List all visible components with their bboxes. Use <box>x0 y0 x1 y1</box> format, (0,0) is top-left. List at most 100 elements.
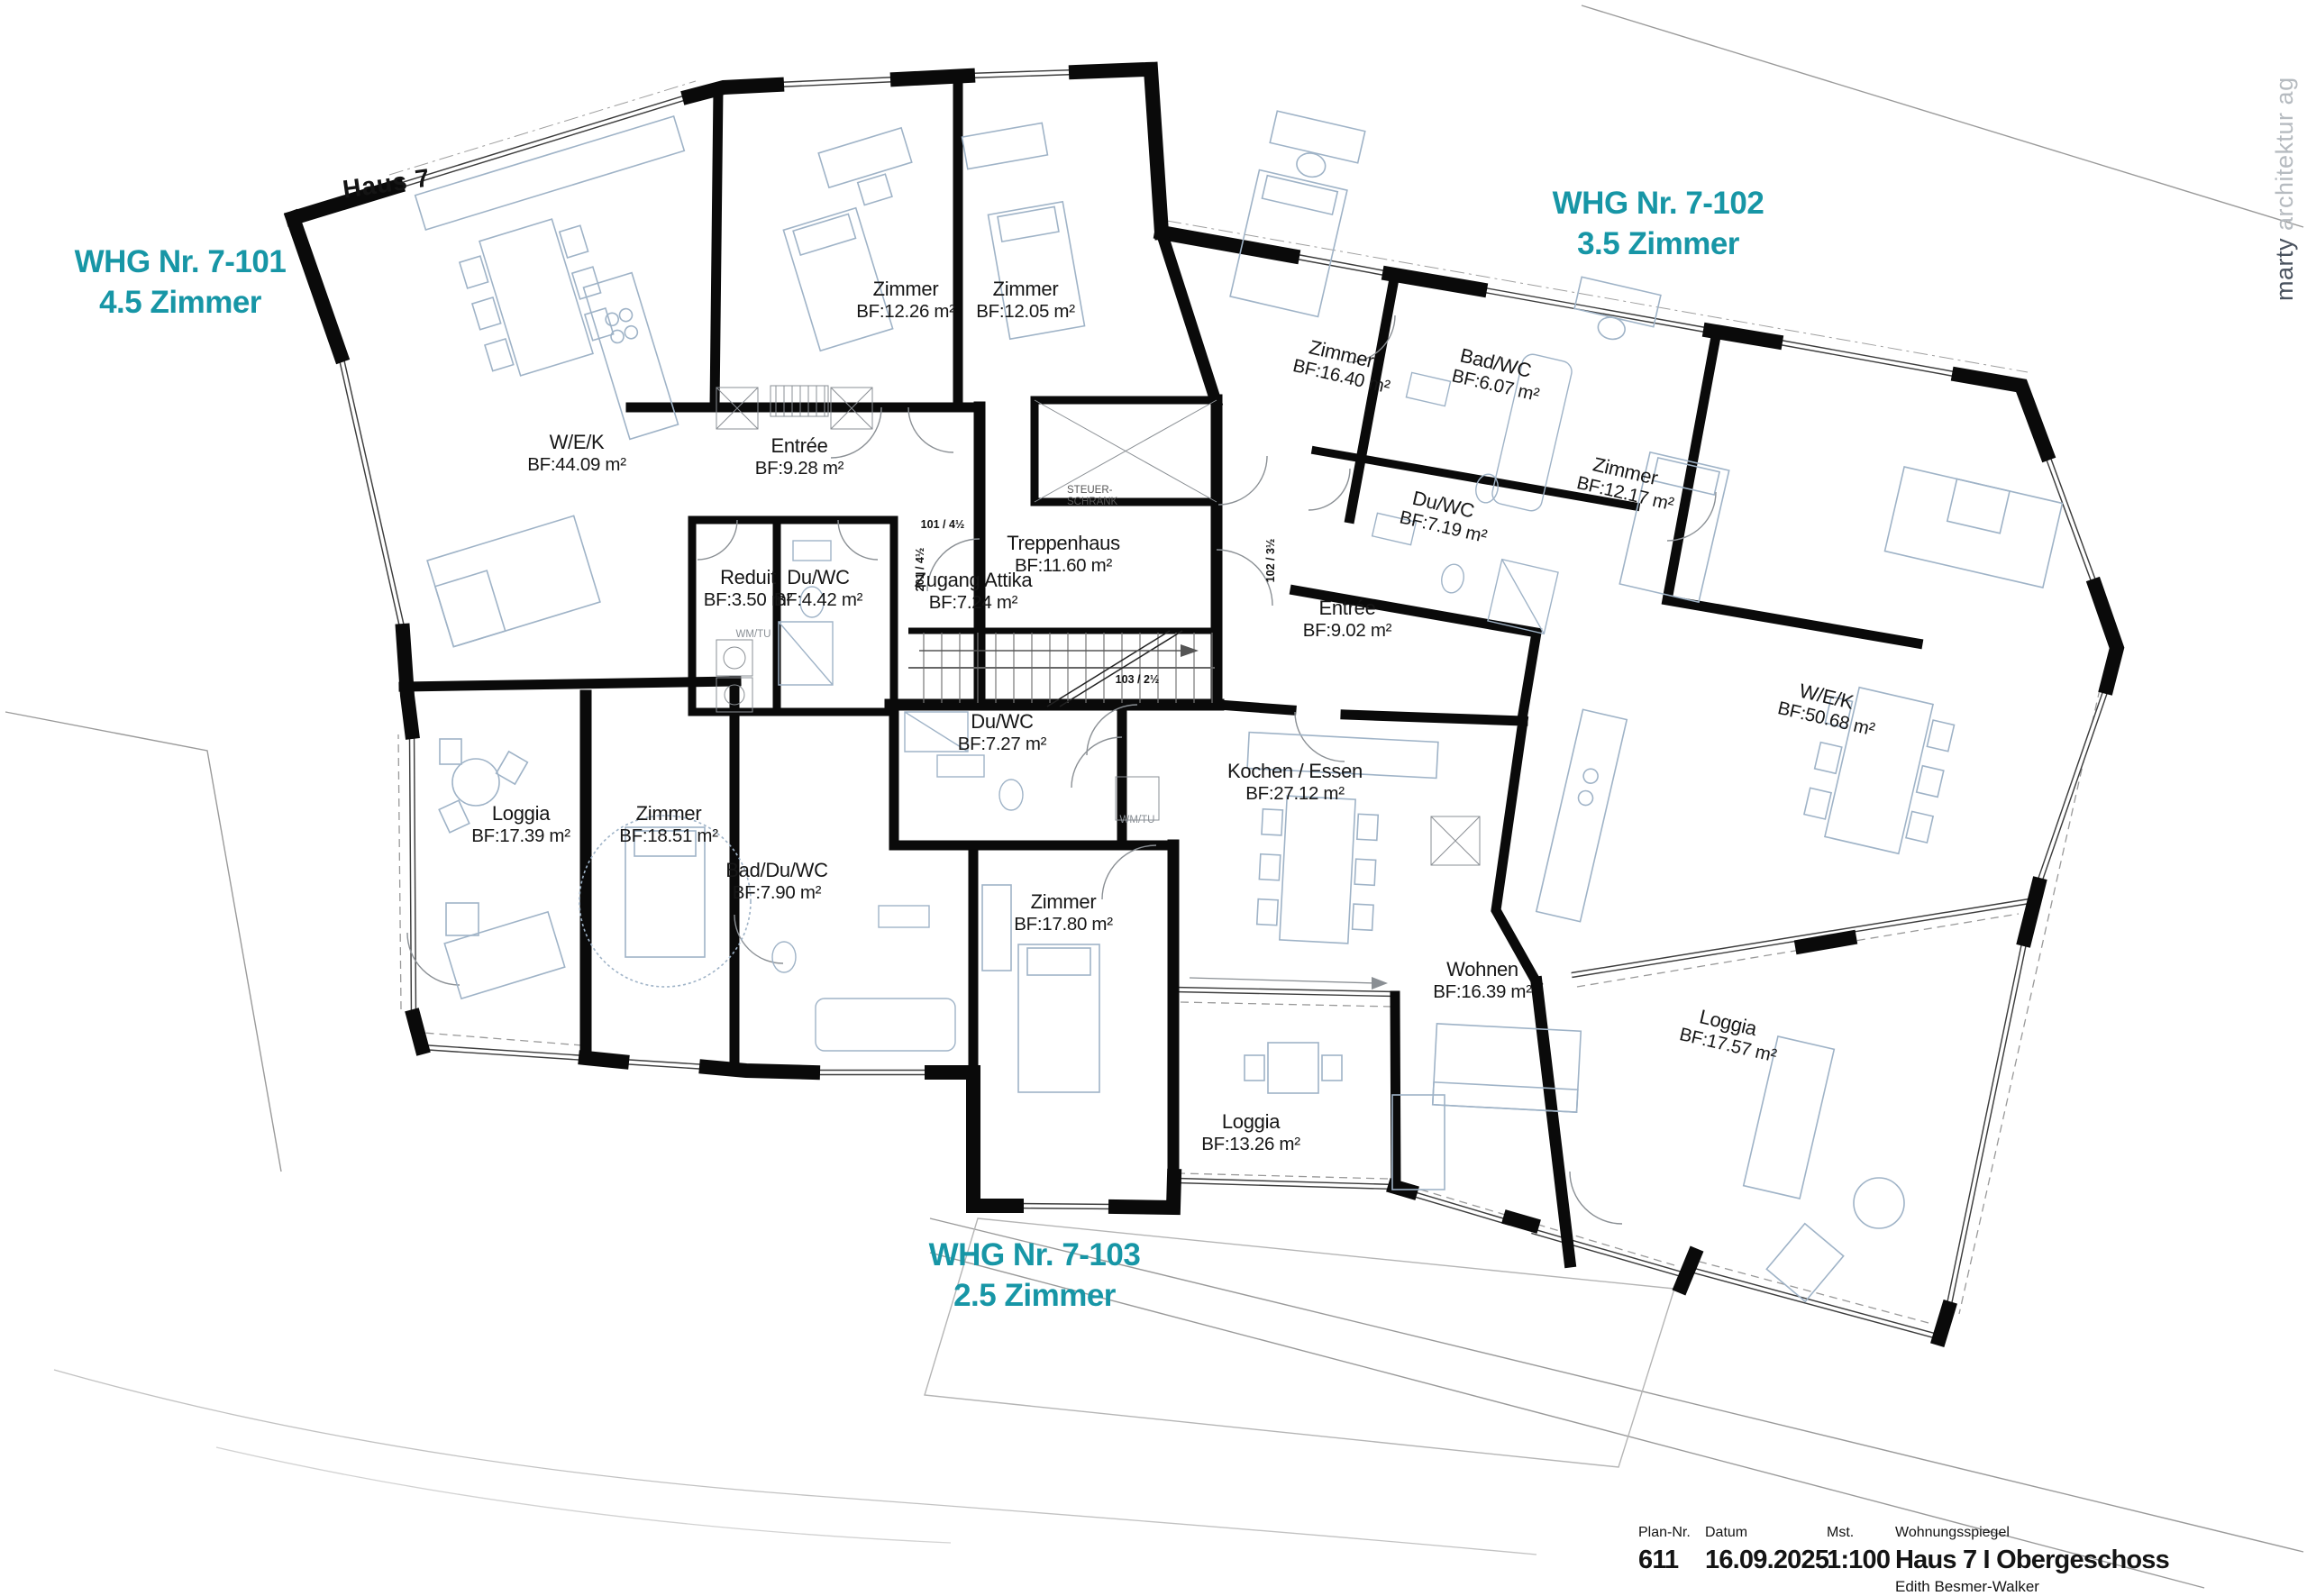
apartment-size: 3.5 Zimmer <box>1577 226 1739 261</box>
room-name-label: Wohnen <box>1446 958 1518 980</box>
titleblock-label: Mst. <box>1827 1525 1855 1540</box>
room-name-label: Bad/Du/WC <box>725 859 828 881</box>
room-area-label: BF:9.28 m² <box>755 458 844 479</box>
room-name-label: Loggia <box>492 802 551 825</box>
door-arc <box>1666 491 1717 542</box>
sheet-author: Edith Besmer-Walker <box>1895 1578 2039 1595</box>
room-name-label: W/E/K <box>550 431 605 453</box>
door-arc <box>1217 455 1268 506</box>
desk <box>1269 110 1366 178</box>
window-bands <box>337 68 2111 1340</box>
bed <box>1017 944 1100 1093</box>
door-arc <box>1101 844 1157 900</box>
room-name-label: Reduit <box>720 566 776 588</box>
wmtu-appliance <box>1115 776 1160 821</box>
stair-walkline-arrow <box>1181 644 1199 657</box>
door-tag: 101 / 4½ <box>921 518 965 531</box>
titleblock-value: 1:100 <box>1827 1546 1891 1574</box>
apartment-header-7-103: WHG Nr. 7-103 2.5 Zimmer <box>890 1235 1179 1316</box>
titleblock-label: Wohnungsspiegel <box>1895 1525 2010 1540</box>
chair <box>438 799 470 834</box>
stair-break-line <box>1046 630 1183 707</box>
site-contour-curves <box>53 1369 1537 1555</box>
loggia-dashed-lines <box>397 689 2101 1324</box>
wardrobe-x-box <box>716 387 759 430</box>
bed <box>1619 451 1730 604</box>
utility-label: WM/TU <box>1120 815 1155 825</box>
axis-line-nw <box>388 80 697 176</box>
bed <box>782 206 894 352</box>
desk <box>1573 276 1662 341</box>
room-name-label: Zimmer <box>993 278 1059 300</box>
door-arcs <box>406 315 1717 1225</box>
apartment-number: WHG Nr. 7-101 <box>74 244 287 279</box>
wardrobe-x-box <box>830 387 873 430</box>
utility-label: SCHRANK <box>1067 497 1118 507</box>
staircase <box>908 630 1215 707</box>
lounge-chair <box>1765 1222 1845 1303</box>
loggia-dash-path <box>397 689 2101 1324</box>
room-name-label: Entrée <box>771 434 827 457</box>
room-area-label: BF:12.26 m² <box>856 301 955 322</box>
door-arc <box>907 406 954 453</box>
room-area-label: BF:18.51 m² <box>619 825 718 846</box>
door-arc <box>697 519 738 561</box>
built-in-closets <box>716 385 1481 866</box>
room-name-label: Zimmer <box>1031 890 1097 913</box>
title-block: Plan-Nr. 611 Datum 16.09.2025 Mst. 1:100… <box>1638 1525 2307 1596</box>
door-arc <box>1294 711 1345 762</box>
site-line-bottom-2 <box>929 1252 2205 1589</box>
desk <box>817 126 913 206</box>
utility-label: STEUER- <box>1067 485 1113 496</box>
bed <box>987 200 1086 341</box>
room-area-label: BF:7.90 m² <box>733 882 822 903</box>
chair <box>439 738 462 765</box>
door-arc <box>1347 315 1396 363</box>
apartment-size: 4.5 Zimmer <box>99 285 261 320</box>
kitchen-counter <box>1246 731 1439 780</box>
facade-axis-lines <box>388 80 2029 373</box>
titleblock-label: Datum <box>1705 1525 1748 1540</box>
exterior-walls <box>283 61 2125 1347</box>
washer-drum <box>724 684 745 706</box>
furniture <box>414 110 2064 1303</box>
door-arc <box>837 519 879 561</box>
round-table <box>1853 1177 1905 1229</box>
wardrobe <box>981 884 1012 971</box>
room-area-label: BF:44.09 m² <box>527 454 626 475</box>
dining-table <box>1802 686 1956 855</box>
site-boundary-lines <box>5 5 2304 1589</box>
wmtu-appliance <box>716 677 753 713</box>
titleblock-plan-nr: Plan-Nr. 611 <box>1638 1525 1705 1596</box>
room-name-label: Zugang Attika <box>915 569 1034 591</box>
outdoor-sofa <box>1742 1035 1836 1199</box>
titleblock-value: 611 <box>1638 1546 1679 1574</box>
kitchen-counter <box>414 115 686 231</box>
room-name-label: Zimmer <box>636 802 702 825</box>
door-arc <box>1216 549 1273 606</box>
lounge-chair <box>1391 1094 1445 1190</box>
door-tag: 102 / 3½ <box>1264 539 1277 583</box>
site-line-left <box>5 711 282 1172</box>
site-line-topright <box>1581 5 2304 228</box>
dining-table <box>1255 795 1380 944</box>
sofa <box>426 515 601 648</box>
room-name-label: Du/WC <box>971 710 1034 733</box>
room-area-label: BF:9.02 m² <box>1303 620 1392 641</box>
door-tag: 201 / 4½ <box>914 548 926 592</box>
outdoor-table <box>1244 1042 1343 1094</box>
utility-label: WM/TU <box>736 629 771 640</box>
kitchen-island <box>582 271 679 441</box>
door-arc <box>406 932 460 986</box>
sheet-title: Haus 7 I Obergeschoss <box>1895 1546 2170 1574</box>
room-area-label: BF:12.05 m² <box>976 301 1075 322</box>
titleblock-sheet: Wohnungsspiegel Haus 7 I Obergeschoss Ed… <box>1895 1525 2307 1596</box>
room-area-label: BF:11.60 m² <box>1015 555 1112 576</box>
door-arc <box>926 538 980 592</box>
room-area-label: BF:3.50 m² <box>704 589 793 610</box>
partition-walls <box>688 396 1641 716</box>
contour-curve-2 <box>215 1446 952 1544</box>
apartment-header-7-102: WHG Nr. 7-102 3.5 Zimmer <box>1514 183 1802 264</box>
